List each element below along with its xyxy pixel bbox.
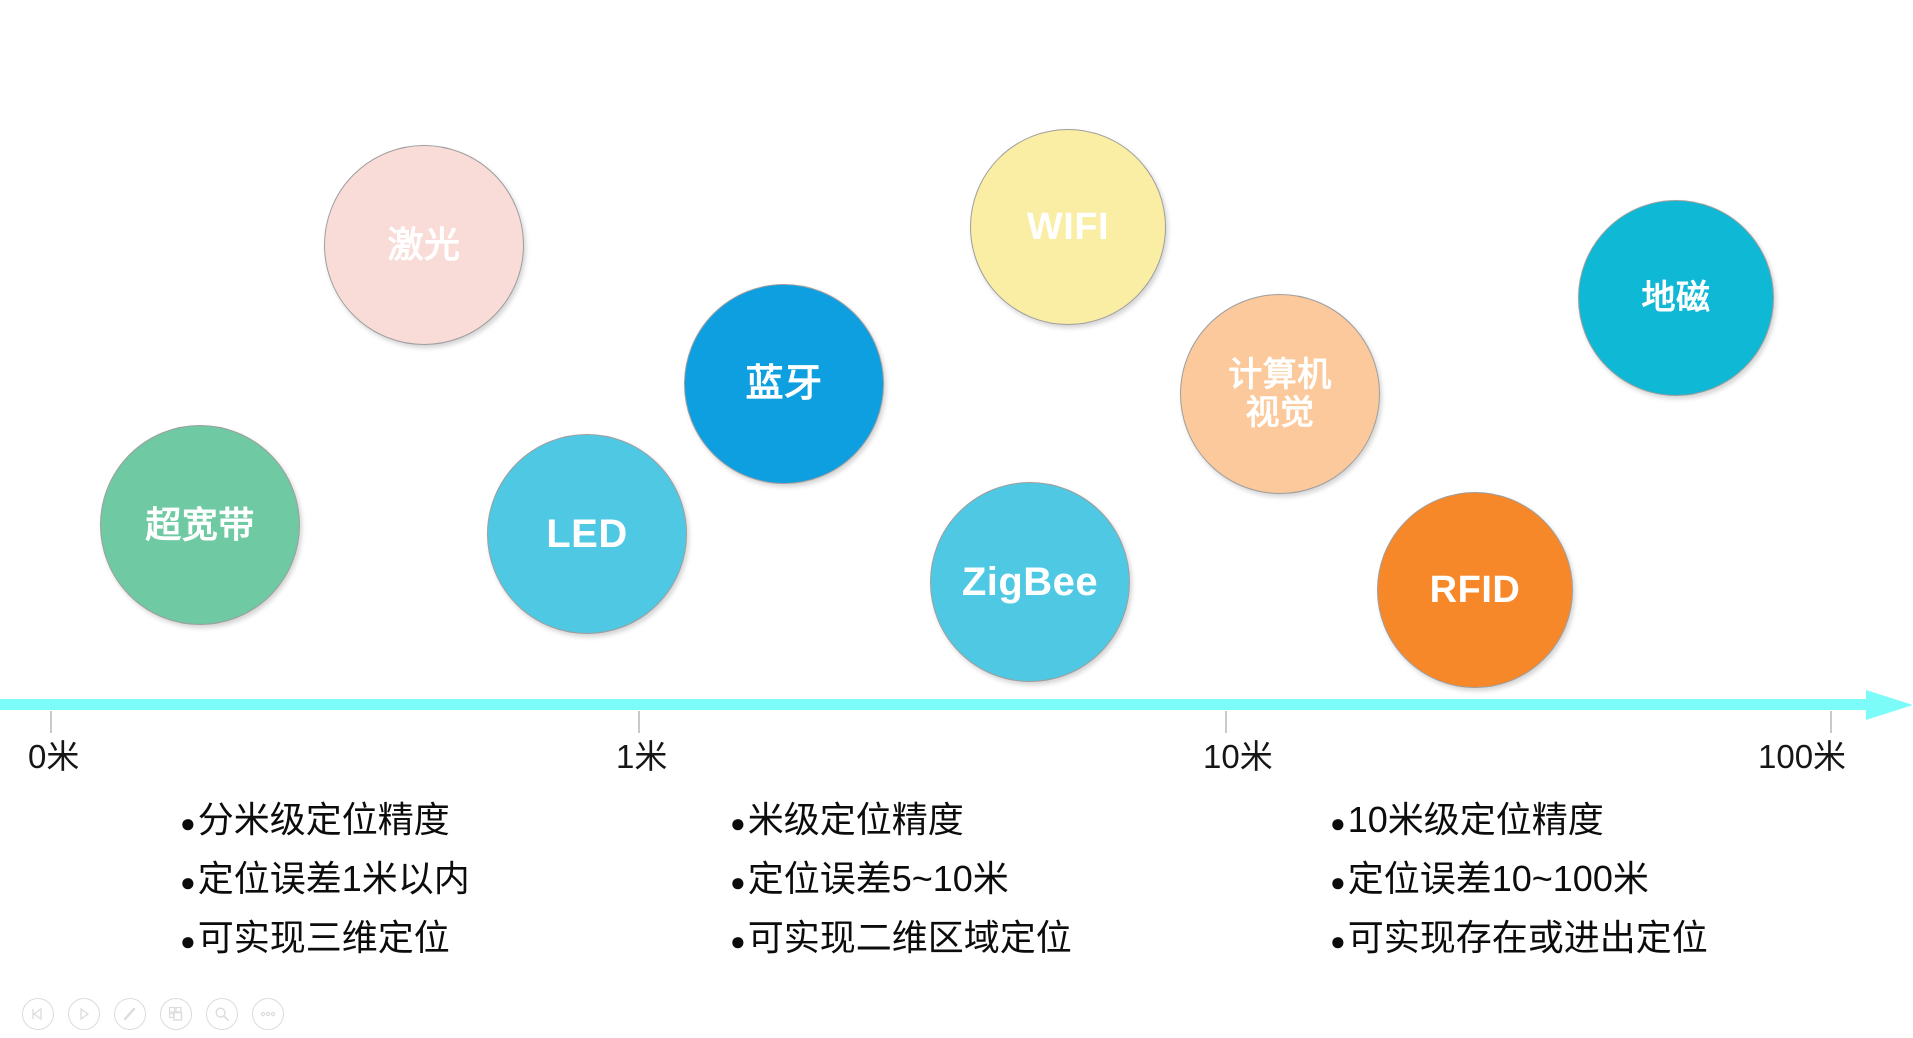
bubble-RFID: RFID [1377,492,1573,688]
bullet-item-label: 可实现二维区域定位 [747,917,1072,958]
bullet-item: ●10米级定位精度 [1330,790,1708,849]
bullet-item-label: 10米级定位精度 [1347,799,1604,840]
more-options-button[interactable] [252,998,284,1030]
axis-tick-label: 10米 [1203,738,1273,775]
slideshow-toolbar[interactable] [22,998,284,1030]
bubble-label: 计算机 视觉 [1228,355,1332,432]
bullet-item-label: 米级定位精度 [747,799,964,840]
bullet-item: ●定位误差1米以内 [180,849,470,908]
bullet-item-label: 定位误差5~10米 [747,858,1009,899]
bullet-dot-icon: ● [1330,808,1346,838]
bullet-column-meter-accuracy: ●米级定位精度●定位误差5~10米●可实现二维区域定位 [730,790,1072,967]
bullet-item: ●定位误差5~10米 [730,849,1072,908]
bullet-item: ●分米级定位精度 [180,790,470,849]
bullet-dot-icon: ● [180,867,196,897]
bubble-label: 激光 [387,223,461,265]
bubble-label: WIFI [1026,205,1110,248]
slide-overview-button[interactable] [160,998,192,1030]
bullet-item: ●可实现存在或进出定位 [1330,908,1708,967]
bubble-ZigBee: ZigBee [930,482,1130,682]
axis-tick-label: 0米 [28,738,80,775]
bubble-label: ZigBee [961,559,1099,604]
bullet-dot-icon: ● [730,926,746,956]
bullet-item-label: 定位误差1米以内 [197,858,470,899]
axis-tick-label: 1米 [616,738,668,775]
bubble-label: 蓝牙 [745,362,823,405]
bullet-item-label: 定位误差10~100米 [1347,858,1649,899]
bullet-dot-icon: ● [1330,926,1346,956]
bullet-dot-icon: ● [180,926,196,956]
next-slide-button[interactable] [68,998,100,1030]
bullet-column-ten-meter-accuracy: ●10米级定位精度●定位误差10~100米●可实现存在或进出定位 [1330,790,1708,967]
bubble-蓝牙: 蓝牙 [684,284,884,484]
bullet-column-decimeter-accuracy: ●分米级定位精度●定位误差1米以内●可实现三维定位 [180,790,470,967]
bullet-item-label: 可实现存在或进出定位 [1347,917,1708,958]
bullet-dot-icon: ● [730,808,746,838]
axis-tick [50,711,52,733]
axis-arrow-head [1866,690,1913,720]
bubble-激光: 激光 [324,145,524,345]
bullet-item: ●可实现三维定位 [180,908,470,967]
bubble-WIFI: WIFI [970,129,1166,325]
bubble-地磁: 地磁 [1578,200,1774,396]
bullet-dot-icon: ● [1330,867,1346,897]
bubble-label: LED [546,511,628,556]
bullet-item-label: 可实现三维定位 [197,917,450,958]
zoom-button[interactable] [206,998,238,1030]
axis-line [0,699,1884,710]
bubble-label: 地磁 [1641,278,1711,317]
bullet-item: ●定位误差10~100米 [1330,849,1708,908]
bullet-item: ●米级定位精度 [730,790,1072,849]
axis-tick-label: 100米 [1758,738,1847,775]
axis-tick [1830,711,1832,733]
bullet-dot-icon: ● [730,867,746,897]
bubble-label: 超宽带 [145,503,255,545]
bubble-label: RFID [1429,568,1521,611]
pen-tool-button[interactable] [114,998,146,1030]
bullet-dot-icon: ● [180,808,196,838]
bubble-LED: LED [487,434,687,634]
accuracy-axis: 0米 1米 10米 100米 [0,690,1913,775]
axis-tick [638,711,640,733]
axis-tick [1225,711,1227,733]
bubble-超宽带: 超宽带 [100,425,300,625]
bubble-计算机视觉: 计算机 视觉 [1180,294,1380,494]
bullet-item: ●可实现二维区域定位 [730,908,1072,967]
bullet-item-label: 分米级定位精度 [197,799,450,840]
previous-slide-button[interactable] [22,998,54,1030]
